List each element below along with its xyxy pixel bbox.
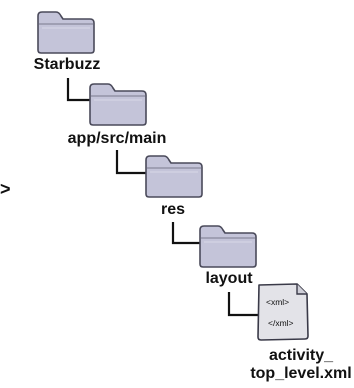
file-label-line1: activity_ — [268, 347, 334, 364]
tree-connector — [171, 222, 200, 245]
folder-label-app-src-main: app/src/main — [67, 130, 167, 147]
edge-arrow-marker: > — [0, 179, 11, 199]
xml-file-icon: <xml> </xml> — [257, 283, 309, 341]
tree-connector — [115, 150, 146, 175]
xml-close-tag: </xml> — [268, 318, 294, 328]
tree-connector — [66, 78, 90, 102]
folder-icon — [37, 11, 95, 54]
xml-open-tag: <xml> — [266, 297, 289, 307]
folder-label-layout: layout — [205, 270, 253, 287]
file-label-line2: top_level.xml — [250, 365, 352, 382]
file-label: activity_ top_level.xml — [250, 347, 351, 383]
folder-icon — [89, 83, 147, 126]
folder-icon — [145, 155, 203, 198]
folder-icon — [199, 225, 257, 268]
folder-label-starbuzz: Starbuzz — [33, 56, 101, 73]
folder-label-res: res — [160, 201, 186, 218]
tree-connector — [227, 292, 258, 317]
